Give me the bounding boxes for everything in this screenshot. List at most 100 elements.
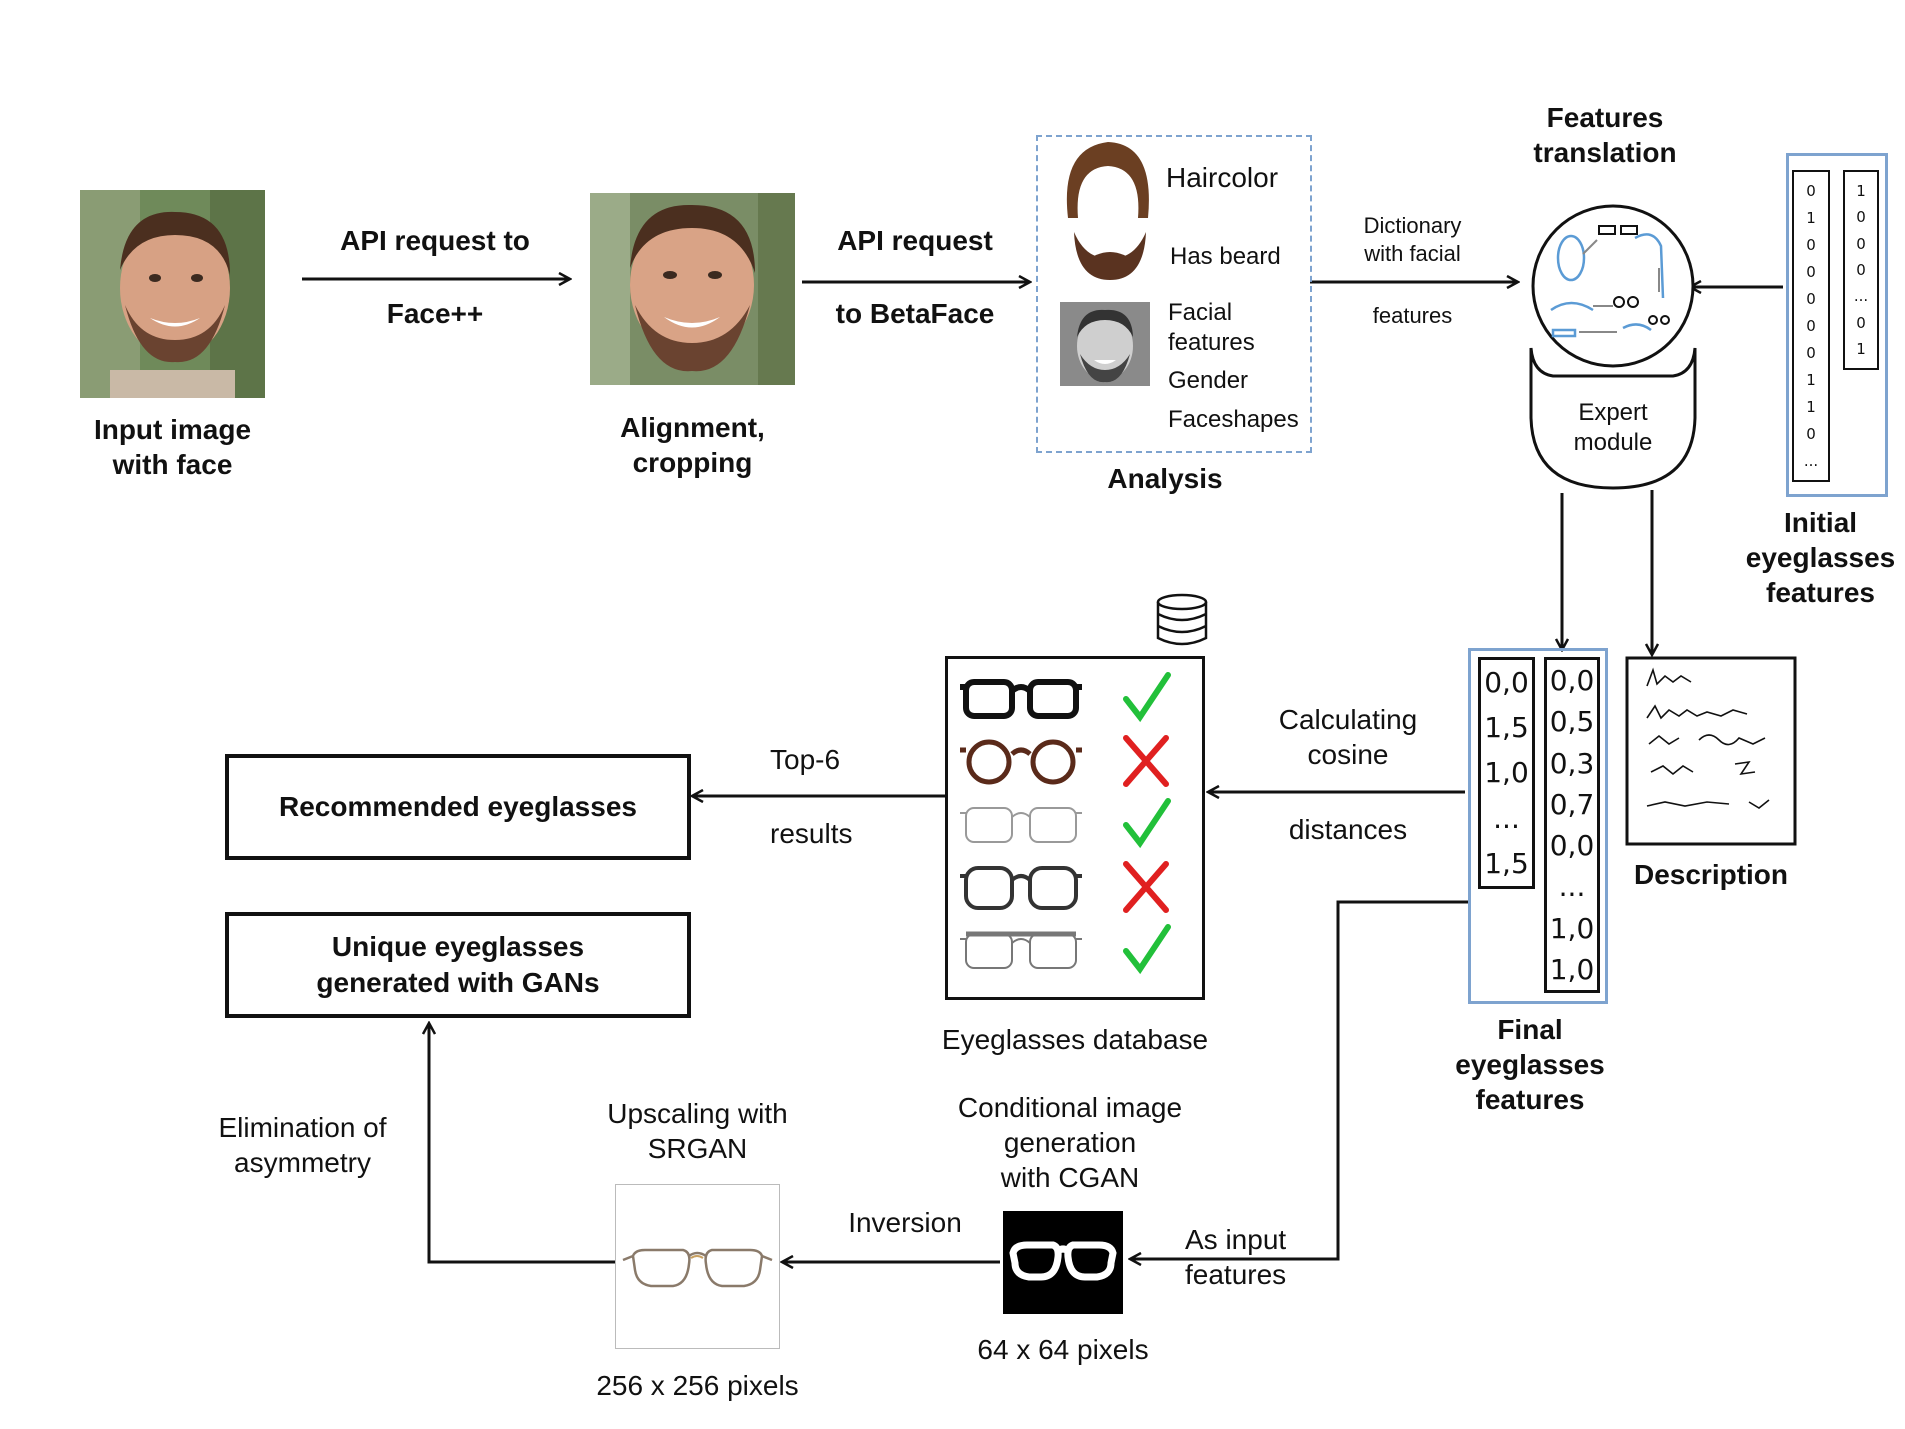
initial-vector-value: 1 (1806, 209, 1816, 228)
eyeglasses-database-box (945, 656, 1205, 1000)
recommended-eyeglasses-box: Recommended eyeglasses (225, 754, 691, 860)
facial-features-label: Facial features (1168, 299, 1255, 356)
final-vector-value: 1,5 (1484, 711, 1529, 745)
final-vector-value: 0,5 (1549, 705, 1595, 739)
final-vector-value: ... (1558, 870, 1586, 904)
final-vector-value: 0,0 (1549, 664, 1595, 698)
final-features-label: Final eyeglasses features (1455, 1014, 1605, 1115)
dictionary-label-bottom: features (1372, 303, 1453, 328)
final-vector-value: 0,7 (1549, 787, 1595, 821)
initial-vector-value: 1 (1806, 370, 1816, 389)
initial-vector-value: 0 (1856, 208, 1866, 227)
arrow-asymmetry (429, 1023, 615, 1264)
asymmetry-label: Elimination of asymmetry (218, 1112, 387, 1178)
final-vector-value: 0,0 (1549, 829, 1595, 863)
initial-vector-value: 0 (1806, 236, 1816, 255)
features-translation-label: Features translation (1533, 102, 1677, 168)
beard-label: Has beard (1170, 243, 1281, 270)
recommended-eyeglasses-label: Recommended eyeglasses (279, 790, 637, 822)
description-document-icon (1625, 656, 1797, 846)
input-features-label: As input features (1185, 1224, 1287, 1290)
size-256-label: 256 x 256 pixels (596, 1370, 799, 1401)
unique-eyeglasses-box: Unique eyeglasses generated with GANs (225, 912, 691, 1018)
final-vector-value: 1,0 (1484, 756, 1529, 790)
initial-vector-value: 1 (1806, 397, 1816, 416)
initial-vector-value: 0 (1806, 343, 1816, 362)
cosine-label-top: Calculating cosine (1278, 704, 1418, 770)
unique-eyeglasses-label: Unique eyeglasses generated with GANs (316, 930, 600, 998)
aligned-face-photo (590, 193, 795, 385)
hair-icon (1066, 142, 1149, 218)
cgan-label: Conditional image generation with CGAN (957, 1092, 1183, 1193)
eyeglasses-thumbnail-icon (960, 739, 1082, 785)
haircolor-label: Haircolor (1166, 162, 1279, 193)
final-vector-value: 0,0 (1484, 666, 1529, 700)
initial-vector-value: 0 (1806, 263, 1816, 282)
database-row (960, 924, 1171, 975)
database-rows (960, 672, 1171, 975)
analysis-panel (1036, 135, 1312, 453)
initial-vector-value: 1 (1856, 339, 1866, 358)
database-row (960, 798, 1171, 849)
facepp-label-bottom: Face++ (386, 298, 484, 329)
size-64-label: 64 x 64 pixels (977, 1334, 1149, 1365)
input-image-label: Input image with face (93, 414, 252, 480)
initial-vector-value: 0 (1856, 234, 1866, 253)
facepp-label-top: API request to (340, 225, 530, 256)
cross-icon (1123, 735, 1169, 787)
generated-glasses-image (1003, 1211, 1123, 1314)
initial-vector-value: 0 (1856, 313, 1866, 332)
check-icon (1123, 672, 1171, 723)
betaface-label-top: API request (837, 225, 993, 256)
final-vector-left: 0,0 1,5 1,0... 1,5 (1478, 657, 1535, 889)
final-vector-value: 1,0 (1549, 911, 1595, 945)
expert-module-label: Expert module (1573, 399, 1653, 456)
final-vector-value: 1,0 (1549, 952, 1595, 986)
eyeglasses-thumbnail-icon (960, 866, 1082, 910)
top6-label-bottom: results (770, 818, 853, 849)
eyeglasses-thumbnail-icon (960, 807, 1082, 843)
database-row (960, 672, 1171, 723)
database-row (960, 735, 1169, 787)
eyeglasses-database-label: Eyeglasses database (941, 1024, 1209, 1055)
initial-vector-right: 1 0 0 0... 0 1 (1843, 170, 1879, 370)
beard-icon (1074, 232, 1146, 280)
final-vector-value: 0,3 (1549, 746, 1595, 780)
initial-vector-value: 0 (1806, 424, 1816, 443)
initial-features-label: Initial eyeglasses features (1745, 507, 1896, 608)
gender-label: Gender (1168, 367, 1249, 394)
database-row (960, 861, 1169, 913)
initial-features-frame (1786, 153, 1888, 497)
initial-vector-value: 0 (1806, 316, 1816, 335)
final-vector-value: 1,5 (1484, 846, 1529, 880)
analysis-label: Analysis (1107, 463, 1223, 494)
input-face-photo (80, 190, 265, 398)
facial-features-photo (1060, 302, 1150, 386)
cross-icon (1123, 861, 1169, 913)
upscaled-glasses-image (615, 1184, 780, 1349)
dictionary-label-top: Dictionary with facial (1363, 213, 1462, 266)
initial-vector-value: 0 (1856, 260, 1866, 279)
final-features-frame (1468, 648, 1608, 1004)
alignment-label: Alignment, cropping (620, 412, 765, 478)
initial-vector-value: ... (1803, 451, 1819, 470)
final-vector-value: ... (1493, 801, 1520, 835)
cosine-label-bottom: distances (1288, 814, 1408, 845)
inversion-label: Inversion (848, 1207, 962, 1238)
database-icon (1156, 593, 1208, 646)
faceshapes-label: Faceshapes (1168, 406, 1299, 433)
arrow-input-features (1130, 900, 1468, 1259)
srgan-label: Upscaling with SRGAN (607, 1098, 788, 1164)
eyeglasses-thumbnail-icon (960, 679, 1082, 719)
check-icon (1123, 924, 1171, 975)
initial-vector-value: 1 (1856, 182, 1866, 201)
initial-vector-value: 0 (1806, 182, 1816, 201)
eyeglasses-thumbnail-icon (960, 931, 1082, 969)
expert-module-icon (1529, 204, 1697, 490)
description-label: Description (1633, 859, 1789, 890)
initial-vector-value: ... (1853, 287, 1869, 306)
betaface-label-bottom: to BetaFace (835, 298, 995, 329)
final-vector-right: 0,0 0,5 0,3 0,7 0,0... 1,0 1,0 (1544, 657, 1600, 993)
